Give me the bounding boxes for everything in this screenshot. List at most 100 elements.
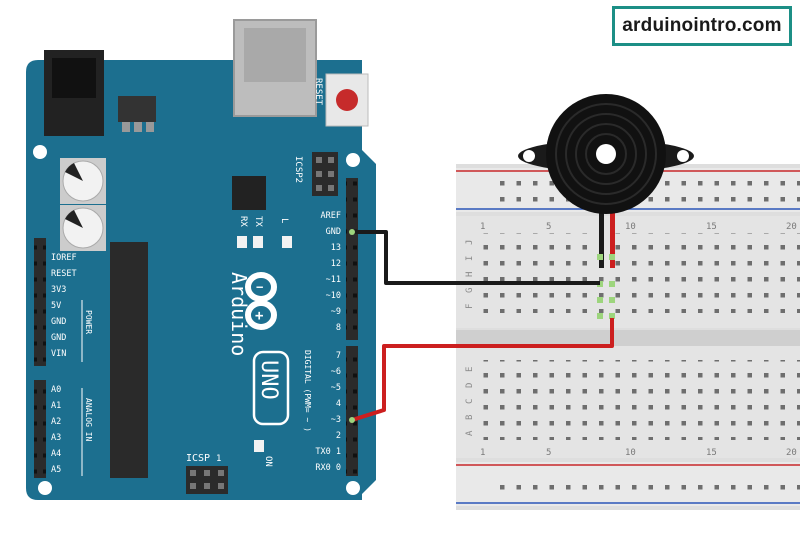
digital-pin-label: 8: [336, 323, 341, 333]
usb-chip: [232, 176, 266, 210]
tx-label: TX: [253, 216, 263, 227]
digital-pin-label: TX0 1: [315, 447, 341, 457]
power-pin-label: RESET: [51, 269, 77, 279]
icsp-pin: [218, 483, 224, 489]
buzzer-mount-hole: [677, 150, 689, 162]
buzzer-ring: [565, 113, 647, 195]
row-letter: C: [465, 399, 475, 404]
row-letter: D: [465, 383, 475, 388]
icsp2-pin: [316, 171, 322, 177]
row-letter: I: [465, 256, 475, 261]
icsp-pin: [204, 483, 210, 489]
piezo-buzzer: [518, 94, 694, 319]
analog-section-label: ANALOG IN: [84, 398, 93, 442]
buzzer-ring: [555, 103, 657, 205]
insertion-mark: [597, 313, 603, 319]
power-pin-label: GND: [51, 317, 66, 327]
mounting-hole: [38, 481, 52, 495]
buzzer-ring: [575, 123, 637, 185]
analog-pin-label: A2: [51, 417, 61, 427]
digital-pin-label: GND: [326, 227, 341, 237]
bottom-rail-holes: [500, 474, 800, 496]
icsp2-pin: [316, 157, 322, 163]
icsp-label: ICSP: [186, 453, 210, 464]
insertion-mark: [597, 297, 603, 303]
power-section-label: POWER: [84, 310, 93, 334]
regulator-pin: [146, 122, 154, 132]
power-pin-label: IOREF: [51, 253, 77, 263]
digital-header-bottom: [346, 346, 358, 476]
buzzer-sound-hole: [596, 144, 616, 164]
breadboard: 1 5 10 15 20 1 5 10 15 20 J I H G F E D …: [456, 164, 800, 510]
digital-pin-label: ~5: [331, 383, 341, 393]
icsp2-pin: [316, 185, 322, 191]
digital-pin-label: ~10: [326, 291, 341, 301]
col-num-top: 10: [625, 222, 636, 232]
logo-plus: +: [255, 308, 263, 324]
logo-loop: [245, 300, 277, 330]
icsp2-pin: [328, 185, 334, 191]
signal-wire: [351, 318, 614, 422]
brand-name: Arduino: [227, 272, 251, 356]
icsp-pin: [190, 470, 196, 476]
buzzer-lead-positive: [610, 210, 615, 268]
arduino-board: RESET ICSP2 RX TX L: [26, 19, 376, 500]
model-name: UNO: [256, 360, 281, 400]
digital-pin-label: ~9: [331, 307, 341, 317]
analog-pin-label: A3: [51, 433, 61, 443]
buzzer-mount-hole: [523, 150, 535, 162]
atmega-chip: [110, 242, 148, 478]
regulator-pin: [122, 122, 130, 132]
mounting-hole: [346, 153, 360, 167]
digital-pin-label: AREF: [321, 211, 341, 221]
icsp2-label: ICSP2: [293, 156, 303, 183]
power-pin-label: VIN: [51, 349, 66, 359]
digital-pin-label: ~11: [326, 275, 341, 285]
insertion-mark: [597, 254, 603, 260]
regulator-pin: [134, 122, 142, 132]
reset-label: RESET: [313, 78, 323, 106]
icsp2-pin: [328, 171, 334, 177]
icsp-pin-number: 1: [216, 454, 221, 464]
tx-led: [253, 236, 263, 248]
watermark-badge: arduinointro.com: [612, 6, 792, 46]
rx-label: RX: [238, 216, 248, 227]
dc-jack-inner: [52, 58, 96, 98]
col-num-top: 1: [480, 222, 485, 232]
digital-pin-label: 13: [331, 243, 341, 253]
icsp-pin: [204, 470, 210, 476]
l-label: L: [279, 218, 289, 223]
rx-led: [237, 236, 247, 248]
row-letter: E: [465, 367, 475, 372]
insertion-mark: [609, 281, 615, 287]
analog-pin-label: A0: [51, 385, 61, 395]
col-num-top: 5: [546, 222, 551, 232]
reset-button[interactable]: [336, 89, 358, 111]
lower-holes: [478, 360, 800, 440]
insertion-mark: [609, 297, 615, 303]
digital-pin-label: 2: [336, 431, 341, 441]
col-num-top: 20: [786, 222, 797, 232]
col-num-bottom: 15: [706, 448, 717, 458]
col-num-bottom: 5: [546, 448, 551, 458]
icsp2-header: [312, 152, 338, 196]
digital-pin-label: 12: [331, 259, 341, 269]
row-letter: J: [465, 240, 475, 245]
power-header: [34, 238, 46, 366]
mounting-hole: [346, 481, 360, 495]
power-pin-label: GND: [51, 333, 66, 343]
digital-pin-label: ~3: [331, 415, 341, 425]
analog-header: [34, 380, 46, 478]
digital-pin-label: RX0 0: [315, 463, 341, 473]
col-num-bottom: 10: [625, 448, 636, 458]
on-label: ON: [263, 456, 273, 467]
buzzer-lead-negative: [599, 210, 604, 268]
col-num-top: 15: [706, 222, 717, 232]
upper-holes: [478, 233, 800, 313]
on-led: [254, 440, 264, 452]
power-pin-label: 3V3: [51, 285, 66, 295]
digital-section-label: DIGITAL (PWM= ~ ): [303, 350, 312, 432]
analog-pin-label: A1: [51, 401, 61, 411]
icsp-pin: [218, 470, 224, 476]
